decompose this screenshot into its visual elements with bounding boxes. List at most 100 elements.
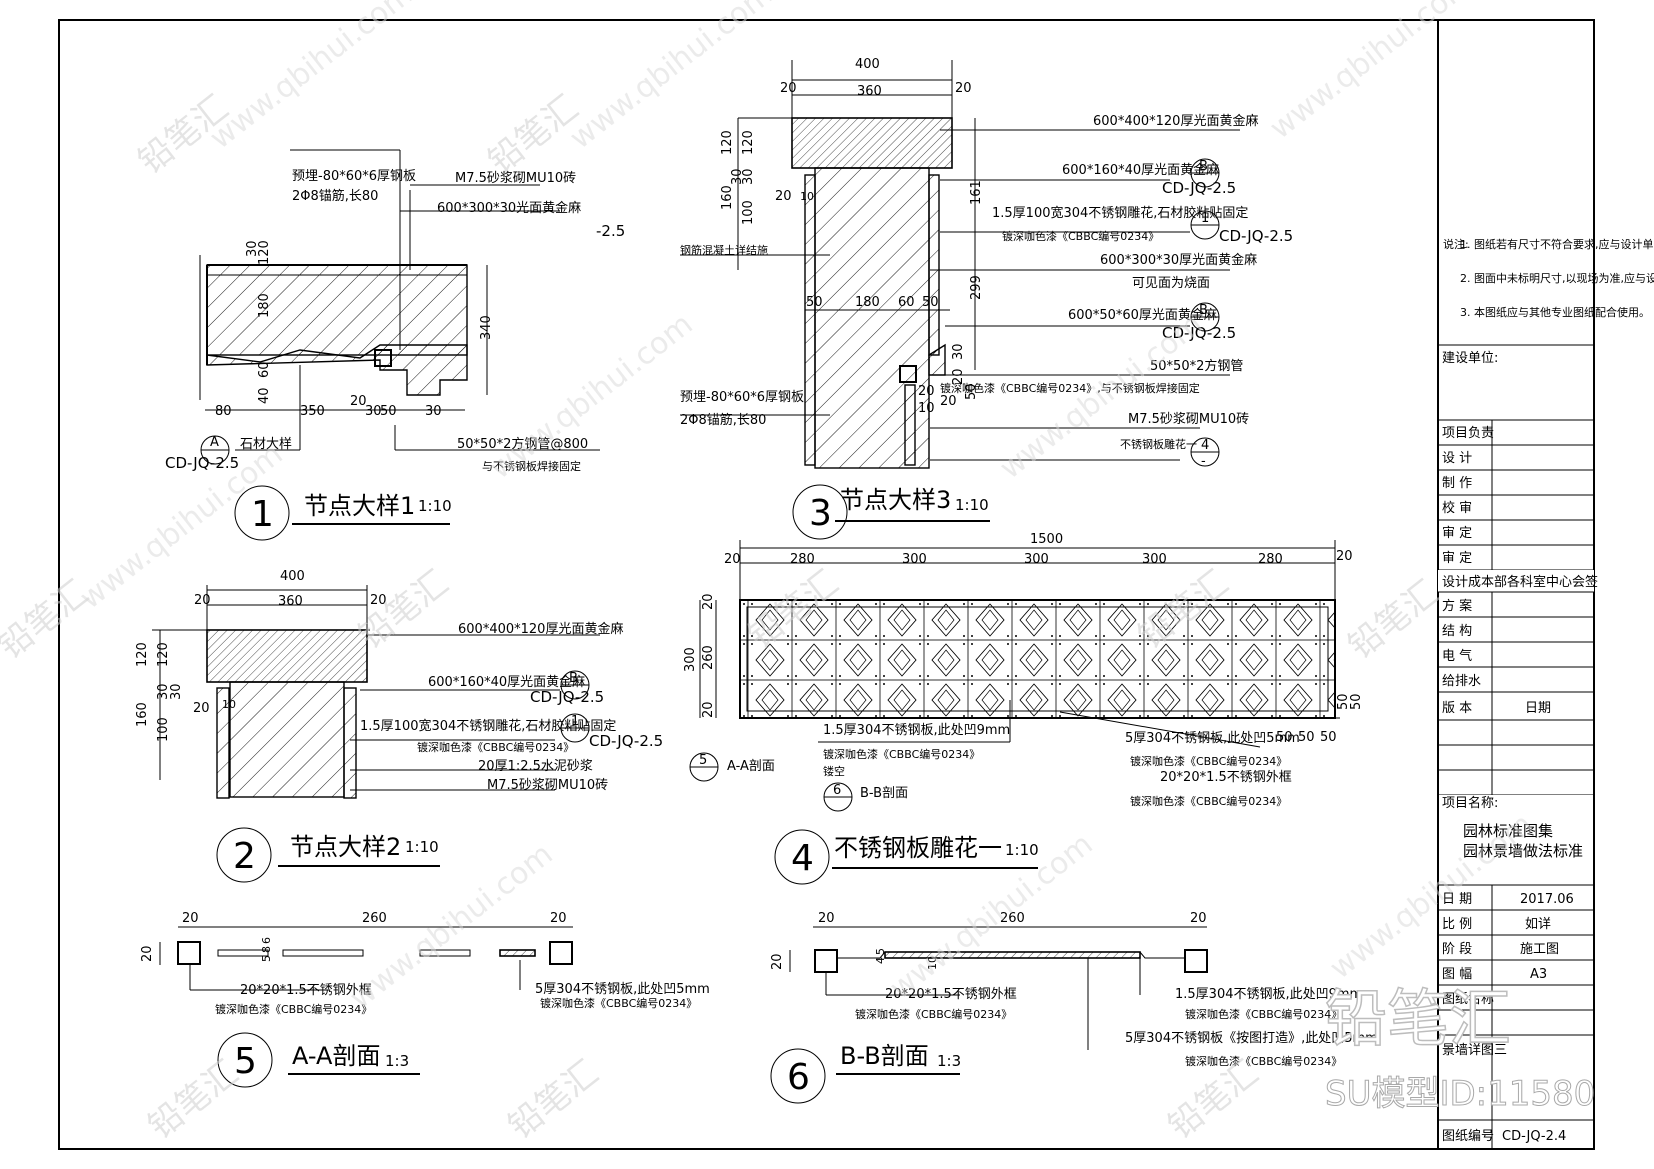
note: 2Φ8锚筋,长80 [680, 412, 766, 428]
dim-text: 280 [790, 552, 815, 567]
note: 50*50*2方钢管 [1150, 358, 1243, 374]
ref-sheet: CD-JQ-2.5 [165, 454, 239, 472]
tb-value: A3 [1530, 967, 1547, 982]
note: M7.5砂浆砌MU10砖 [1128, 412, 1249, 427]
watermark-text: 铅笔汇 [501, 1053, 606, 1147]
dim-text: 10 [222, 698, 236, 711]
tb-label: 方 案 [1442, 598, 1472, 614]
note: 20*20*1.5不锈钢外框 [240, 983, 372, 998]
note: 镀深咖色漆《CBBC编号0234》 [1130, 754, 1287, 768]
tb-label: 结 构 [1442, 624, 1472, 639]
note: 镀深咖色漆《CBBC编号0234》 [1185, 1007, 1342, 1021]
tb-label: 制 作 [1442, 476, 1472, 491]
dim-text: 30 [425, 404, 442, 419]
note: 镀深咖色漆《CBBC编号0234》 [215, 1002, 372, 1016]
detail-title: 节点大样3 [840, 486, 951, 514]
dim-text: 120 [720, 130, 735, 155]
dim-text: 20 [940, 394, 957, 409]
tb-label: 版 本 [1442, 701, 1472, 716]
dim-text: 260 [701, 645, 716, 670]
dim-text: 20 [918, 384, 935, 399]
note: 镀深咖色漆《CBBC编号0234》 [1002, 229, 1159, 243]
dim-text: 20 [350, 394, 367, 409]
tb-label: 审 定 [1442, 551, 1472, 566]
tb-label: 校 审 [1442, 500, 1472, 516]
note: M7.5砂浆砌MU10砖 [455, 171, 576, 186]
dim-text: 120 [741, 130, 756, 155]
dim-text: 360 [278, 594, 303, 609]
tb-value: 2017.06 [1520, 892, 1574, 907]
dim-text: 20 [370, 593, 387, 608]
dim-text: 50 [380, 404, 397, 419]
dim-text: 20 [770, 953, 785, 970]
dim-text: 20 [193, 701, 210, 716]
title-block: 说注: 1. 图纸若有尺寸不符合要求,应与设计单位协商后施工。 2. 图面中未标… [1437, 20, 1654, 1149]
dim-text: 160 [720, 185, 735, 210]
dim-text: 30 [730, 168, 745, 185]
tb-note: 3. 本图纸应与其他专业图纸配合使用。 [1460, 305, 1650, 319]
dim-text: 30 [156, 683, 171, 700]
dim-text: 260 [362, 911, 387, 926]
note: 不锈钢板雕花一 [1120, 437, 1197, 451]
dim-text: 300 [683, 647, 698, 672]
detail-2: 400 20 360 20 120 120 160 30 30 100 20 1… [135, 569, 663, 883]
dim-text: 120 [257, 240, 272, 265]
ref-sheet: CD-JQ-2.5 [1162, 179, 1236, 197]
detail-number: 4 [791, 838, 814, 879]
dim-text: 300 [1142, 552, 1167, 567]
watermark-url: www.qbihui.com [203, 0, 419, 156]
tb-label: 设 计 [1442, 451, 1472, 466]
note: 镀深咖色漆《CBBC编号0234》 [855, 1007, 1012, 1021]
dim-text: 360 [857, 84, 882, 99]
ref-letter: 1 [1201, 211, 1209, 226]
detail-number: 1 [251, 494, 274, 535]
dim-text: 10 [918, 401, 935, 416]
dim-text: 100 [741, 200, 756, 225]
note: 5厚304不锈钢板,此处凹5mm [535, 982, 710, 997]
dim-text: 50 [1320, 730, 1337, 745]
owner-label: 建设单位: [1442, 351, 1498, 366]
note: 1.5厚304不锈钢板,此处凹9mm [1175, 987, 1362, 1002]
tb-note: 2. 图面中未标明尺寸,以现场为准,应与设计单位联系确认后施工。 [1460, 271, 1654, 285]
dim-text: 20 [724, 552, 741, 567]
ref-letter: 5 [699, 753, 707, 768]
tb-label: 日 期 [1442, 892, 1472, 907]
dim-text: 160 [135, 702, 150, 727]
detail-4: 1500 20 280 300 300 300 280 20 300 20 26… [683, 532, 1364, 885]
dim-text: 10 [926, 956, 939, 970]
detail-title: 节点大样1 [304, 492, 415, 520]
dim-text: 50 [922, 295, 939, 310]
note: 1.5厚100宽304不锈钢雕花,石材胶粘贴固定 [992, 205, 1248, 221]
detail-scale: 1:10 [405, 838, 439, 856]
ref-letter: 6 [833, 783, 841, 798]
watermark-text: 铅笔汇 [141, 1053, 246, 1147]
ref-letter: B [569, 671, 578, 686]
ref-sheet: CD-JQ-2.5 [1162, 324, 1236, 342]
dim-text: 400 [280, 569, 305, 584]
ref-sheet: CD-JQ-2.5 [1219, 227, 1293, 245]
note: 600*300*30厚光面黄金麻 [1100, 252, 1257, 268]
stray-ref: -2.5 [596, 222, 625, 240]
dim-text: 120 [156, 642, 171, 667]
note: 5厚304不锈钢板《按图打造》,此处凹5mm [1125, 1031, 1378, 1046]
detail-6: 20 260 20 20 4 5 10 20*20*1.5不锈钢外框 镀深咖色漆… [770, 911, 1378, 1104]
note: 600*300*30光面黄金麻 [437, 200, 581, 216]
dim-text: 8 [260, 946, 273, 953]
dim-text: 50 [1298, 730, 1315, 745]
dim-text: 40 [257, 387, 272, 404]
ref-letter: 4 [1201, 438, 1209, 453]
steel-tube [374, 349, 392, 367]
note: 镀深咖色漆《CBBC编号0234》,与不锈钢板焊接固定 [940, 381, 1200, 395]
dim-text: 260 [1000, 911, 1025, 926]
watermark-url: www.qbihui.com [993, 307, 1209, 487]
detail-scale: 1:10 [1005, 841, 1039, 859]
dim-text: 50 [1349, 693, 1364, 710]
detail-title: A-A剖面 [292, 1042, 380, 1070]
detail-scale: 1:10 [418, 497, 452, 515]
note: 600*50*60厚光面黄金麻 [1068, 307, 1217, 323]
note: 2Φ8锚筋,长80 [292, 188, 378, 204]
ref-letter: 1 [571, 714, 579, 729]
dim-text: 1500 [1030, 532, 1063, 547]
dim-text: 30 [741, 168, 756, 185]
dim-text: 299 [969, 275, 984, 300]
